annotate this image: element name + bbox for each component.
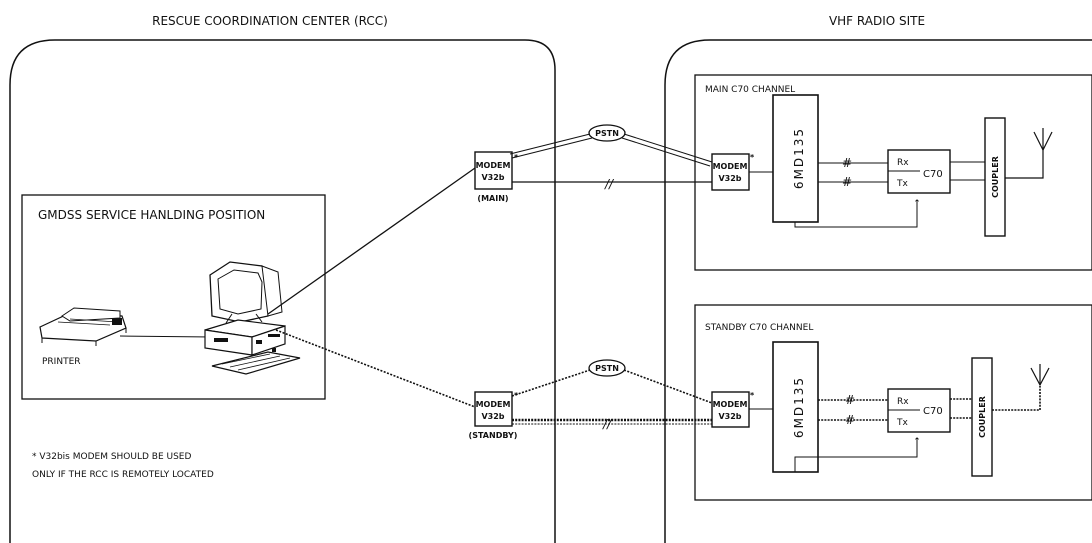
vhf-main-modem-model: V32b	[718, 174, 741, 183]
vhf-standby-modem-star: *	[750, 391, 755, 400]
pstn-main-cloud	[588, 124, 626, 142]
gmdss-position-box	[21, 194, 326, 400]
coupler-main-label: COUPLER	[991, 156, 1000, 198]
standby-channel-title: STANDBY C70 CHANNEL	[705, 323, 813, 333]
main-channel-box	[694, 74, 1092, 271]
vhf-standby-modem-model: V32b	[718, 412, 741, 421]
c70-main-name: C70	[923, 169, 943, 180]
vhf-main-modem-label: MODEM	[713, 162, 748, 171]
rcc-standby-modem-star: *	[514, 391, 519, 400]
c70-standby-rx: Rx	[897, 397, 909, 407]
mux-standby-label: 6MD135	[792, 376, 806, 438]
link-computer-standby-modem	[275, 329, 476, 408]
standby-feedback-arrow: ↑	[913, 437, 921, 447]
antenna-main-icon	[1005, 128, 1053, 179]
rcc-standby-modem	[474, 391, 513, 427]
leased-main-break: //	[604, 177, 615, 191]
main-feedback-line	[794, 200, 918, 228]
coupler-standby-label: COUPLER	[978, 396, 987, 438]
printer-label: PRINTER	[42, 357, 81, 367]
note-line-2: ONLY IF THE RCC IS REMOTELY LOCATED	[32, 470, 214, 480]
standby-tx-mark: #	[845, 413, 855, 427]
c70-main-rx: Rx	[897, 158, 909, 168]
main-rx-mark: #	[842, 156, 852, 170]
standby-rx-mark: #	[845, 393, 855, 407]
vhf-site-enclosure	[664, 39, 1092, 543]
c70-standby-name: C70	[923, 406, 943, 417]
rcc-main-modem	[474, 151, 513, 190]
computer-icon	[204, 261, 301, 375]
main-tx-mark: #	[842, 175, 852, 189]
c70-main-tx: Tx	[896, 179, 908, 189]
rcc-enclosure	[9, 39, 556, 543]
printer-cable	[119, 335, 213, 338]
pstn-standby-label: PSTN	[595, 364, 619, 373]
rcc-title: RESCUE COORDINATION CENTER (RCC)	[152, 14, 388, 28]
vhf-site-title: VHF RADIO SITE	[829, 14, 925, 28]
standby-channel-box	[694, 304, 1092, 501]
pstn-standby-cloud	[588, 359, 626, 377]
leased-standby-break: //	[602, 417, 613, 431]
vhf-standby-modem	[711, 391, 750, 428]
rcc-standby-modem-model: V32b	[481, 412, 504, 421]
rcc-standby-modem-label: MODEM	[476, 400, 511, 409]
vhf-main-modem-star: *	[750, 153, 755, 162]
pstn-main-link	[509, 133, 713, 167]
pstn-main-label: PSTN	[595, 129, 619, 138]
standby-feedback-line	[794, 438, 918, 472]
main-feedback-arrow: ↑	[913, 199, 921, 209]
main-channel-title: MAIN C70 CHANNEL	[705, 85, 795, 95]
printer-icon	[39, 307, 127, 346]
rcc-main-modem-model: V32b	[481, 173, 504, 182]
mux-main-label: 6MD135	[792, 127, 806, 189]
link-computer-main-modem	[267, 167, 476, 315]
rcc-main-modem-tag: (MAIN)	[477, 194, 508, 203]
coupler-main	[984, 117, 1006, 237]
rcc-main-modem-star: *	[514, 153, 519, 162]
vhf-main-modem	[711, 153, 750, 191]
vhf-standby-modem-label: MODEM	[713, 400, 748, 409]
note-line-1: * V32bis MODEM SHOULD BE USED	[32, 452, 191, 462]
antenna-standby-icon	[992, 364, 1050, 411]
coupler-standby	[971, 357, 993, 477]
rcc-main-modem-label: MODEM	[476, 161, 511, 170]
gmdss-position-title: GMDSS SERVICE HANLDING POSITION	[38, 208, 265, 222]
c70-standby-tx: Tx	[896, 418, 908, 428]
rcc-standby-modem-tag: (STANDBY)	[469, 431, 518, 440]
pstn-standby-link	[511, 369, 713, 404]
